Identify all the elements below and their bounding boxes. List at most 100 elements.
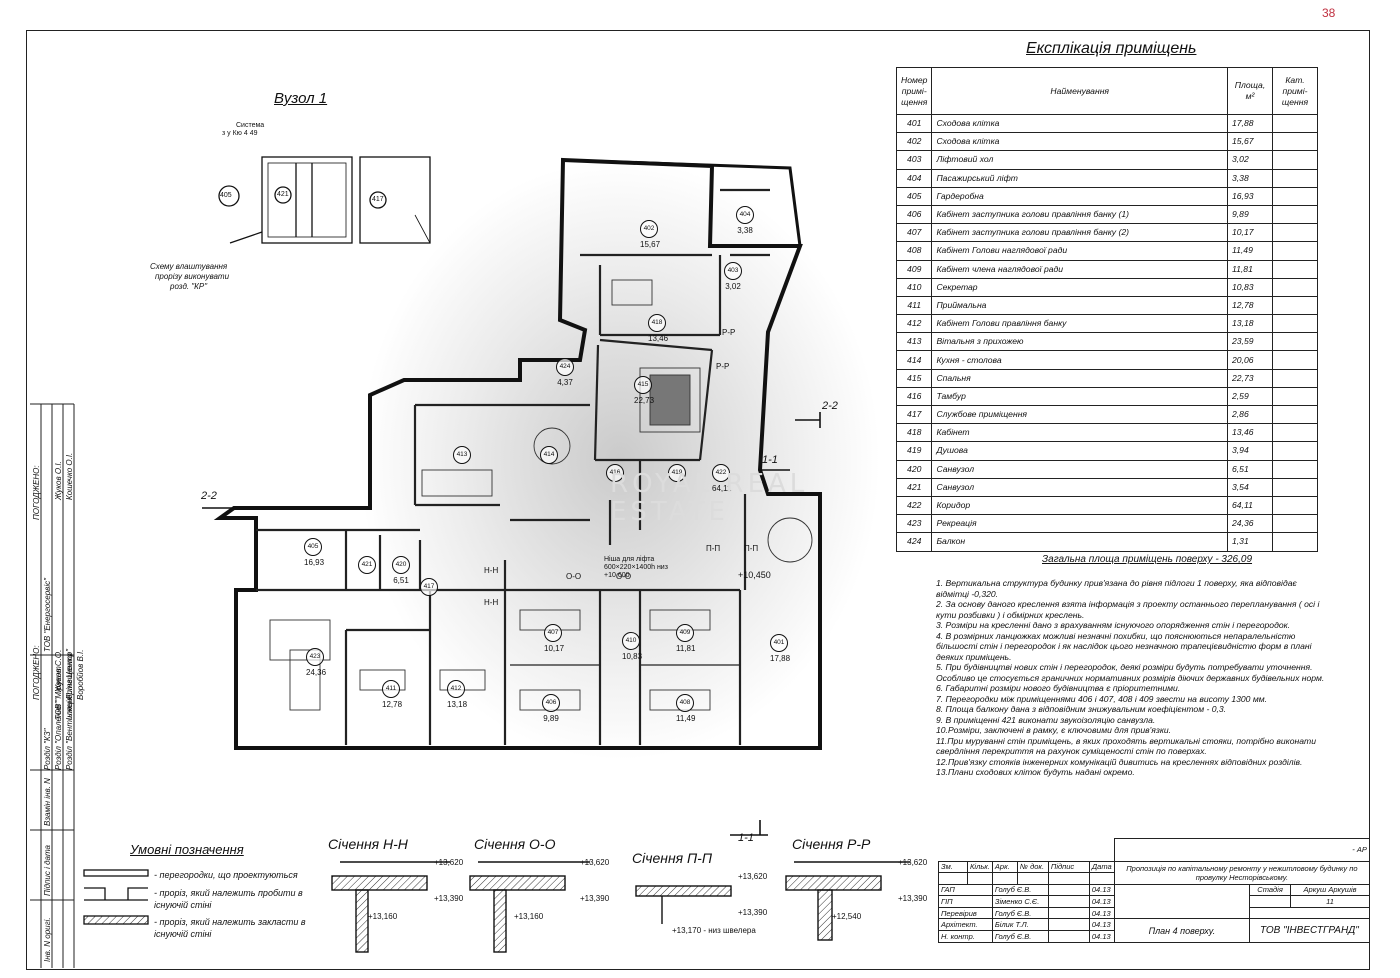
sidebar-row-vorobiov: Воробйов В.І. xyxy=(76,649,85,700)
stamp-plan-title: План 4 поверху. xyxy=(1113,918,1250,943)
sidebar-row-zhukov: Жуков О.І. xyxy=(54,461,63,500)
room-category xyxy=(1272,441,1318,461)
interior-partitions xyxy=(256,188,770,745)
node-label-405: 405 xyxy=(220,192,232,199)
note-item: 2. За основу даного креслення взята інфо… xyxy=(936,599,1320,620)
stamp-person-0: Голуб Є.В. xyxy=(991,883,1049,897)
node-label-417: 417 xyxy=(372,196,384,203)
col-header-category: Кат. примі- щення xyxy=(1272,67,1318,115)
plan-room-area: 12,78 xyxy=(382,700,403,709)
room-category xyxy=(1272,223,1318,243)
room-category xyxy=(1272,277,1318,297)
plan-room-area: 11,49 xyxy=(676,714,696,723)
note-item: 6. Габаритні розміри нового будівництва … xyxy=(936,683,1181,693)
sidebar-agreed-1: ПОГОДЖЕНО: xyxy=(32,465,41,520)
stamp-person-1: Зіменко С.Є. xyxy=(991,895,1049,908)
explication-table: Номер примі- щення Найменування Площа, м… xyxy=(895,67,1318,552)
room-category xyxy=(1272,113,1318,134)
plan-room-number: 415 xyxy=(634,376,652,394)
plan-room-area: 4,37 xyxy=(557,378,573,387)
room-number: 402 xyxy=(895,132,933,152)
room-category xyxy=(1272,368,1318,388)
plan-room-417: 417 xyxy=(420,578,438,598)
sidebar-row-zhukov-s: Жуков С.О. xyxy=(54,649,63,692)
stamp-role-2: Перевірив xyxy=(938,906,993,920)
node-label-scheme2: прорізу виконувати xyxy=(155,272,230,281)
room-name: Спальня xyxy=(931,368,1228,388)
section-level-low: +12,540 xyxy=(832,912,862,921)
plan-room-421: 421 xyxy=(358,556,376,576)
plan-room-number: 407 xyxy=(544,624,562,642)
plan-room-number: 409 xyxy=(676,624,694,642)
section-drawings xyxy=(331,861,910,953)
room-name: Рекреація xyxy=(931,514,1228,534)
plan-room-413: 413 xyxy=(453,446,471,466)
node-label-scheme3: розд. "КР" xyxy=(170,282,208,291)
section-title: Січення О-О xyxy=(474,836,556,852)
stamp-sheet-no: 11 xyxy=(1290,895,1370,908)
plan-room-area: 3,02 xyxy=(725,282,741,291)
plan-room-area: 10,83 xyxy=(622,652,643,661)
plan-room-area: 6,51 xyxy=(393,576,409,585)
plan-room-number: 416 xyxy=(606,464,624,482)
stamp-role-3: Архітект. xyxy=(938,918,993,932)
section-level-top: +13,620 xyxy=(738,872,768,881)
room-area: 10,83 xyxy=(1227,277,1273,297)
plan-room-407: 407 10,17 xyxy=(544,624,564,653)
sidebar-row-kz: Розділ "КЗ" xyxy=(43,728,52,770)
room-number: 424 xyxy=(895,532,933,552)
plan-room-area: 10,17 xyxy=(544,644,565,653)
room-name: Кабінет Голови правління банку xyxy=(931,314,1228,334)
room-name: Тамбур xyxy=(931,386,1228,407)
plan-room-419: 419 xyxy=(668,464,686,484)
plan-room-number: 417 xyxy=(420,578,438,596)
room-category xyxy=(1272,459,1318,479)
section-level-mid: +13,390 xyxy=(434,894,464,903)
stamp-date-2: 04.13 xyxy=(1088,906,1115,920)
room-number: 422 xyxy=(895,495,933,516)
plan-room-area: 13,18 xyxy=(447,700,468,709)
plan-room-area: 24,36 xyxy=(306,668,327,677)
note-item: 3. Розміри на кресленні дано з врахуванн… xyxy=(936,620,1291,630)
room-area: 64,11 xyxy=(1227,495,1273,516)
room-name: Санвузол xyxy=(931,477,1228,497)
watermark: ROYAL REAL ESTATE xyxy=(610,469,809,527)
stamp-code: - АР xyxy=(1113,838,1370,862)
room-area: 11,49 xyxy=(1227,241,1273,261)
room-category xyxy=(1272,204,1318,225)
room-area: 13,46 xyxy=(1227,423,1273,443)
plan-room-414: 414 xyxy=(540,446,558,466)
legend-symbols xyxy=(83,869,149,925)
room-category xyxy=(1272,168,1318,188)
plan-room-area: 13,46 xyxy=(648,334,669,343)
note-item: 8. Площа балкону дана з відповідним зниж… xyxy=(936,704,1227,714)
stamp-date-1: 04.13 xyxy=(1088,895,1115,908)
room-area: 15,67 xyxy=(1227,132,1273,152)
section-level-top: +13,620 xyxy=(898,858,928,867)
room-name: Кабінет заступника голови правління банк… xyxy=(931,204,1228,225)
section-title: Січення Н-Н xyxy=(328,836,408,852)
room-number: 413 xyxy=(895,332,933,352)
room-category xyxy=(1272,186,1318,206)
sidebar-row-koshechko: Кошечко О.І. xyxy=(65,452,74,500)
room-area: 22,73 xyxy=(1227,368,1273,388)
stamp-date-4: 04.13 xyxy=(1088,930,1115,943)
plan-room-number: 401 xyxy=(770,634,788,652)
room-name: Кабінет заступника голови правління банк… xyxy=(931,223,1228,243)
section-title: Січення П-П xyxy=(632,850,712,866)
section-level-mid: +13,390 xyxy=(738,908,768,917)
